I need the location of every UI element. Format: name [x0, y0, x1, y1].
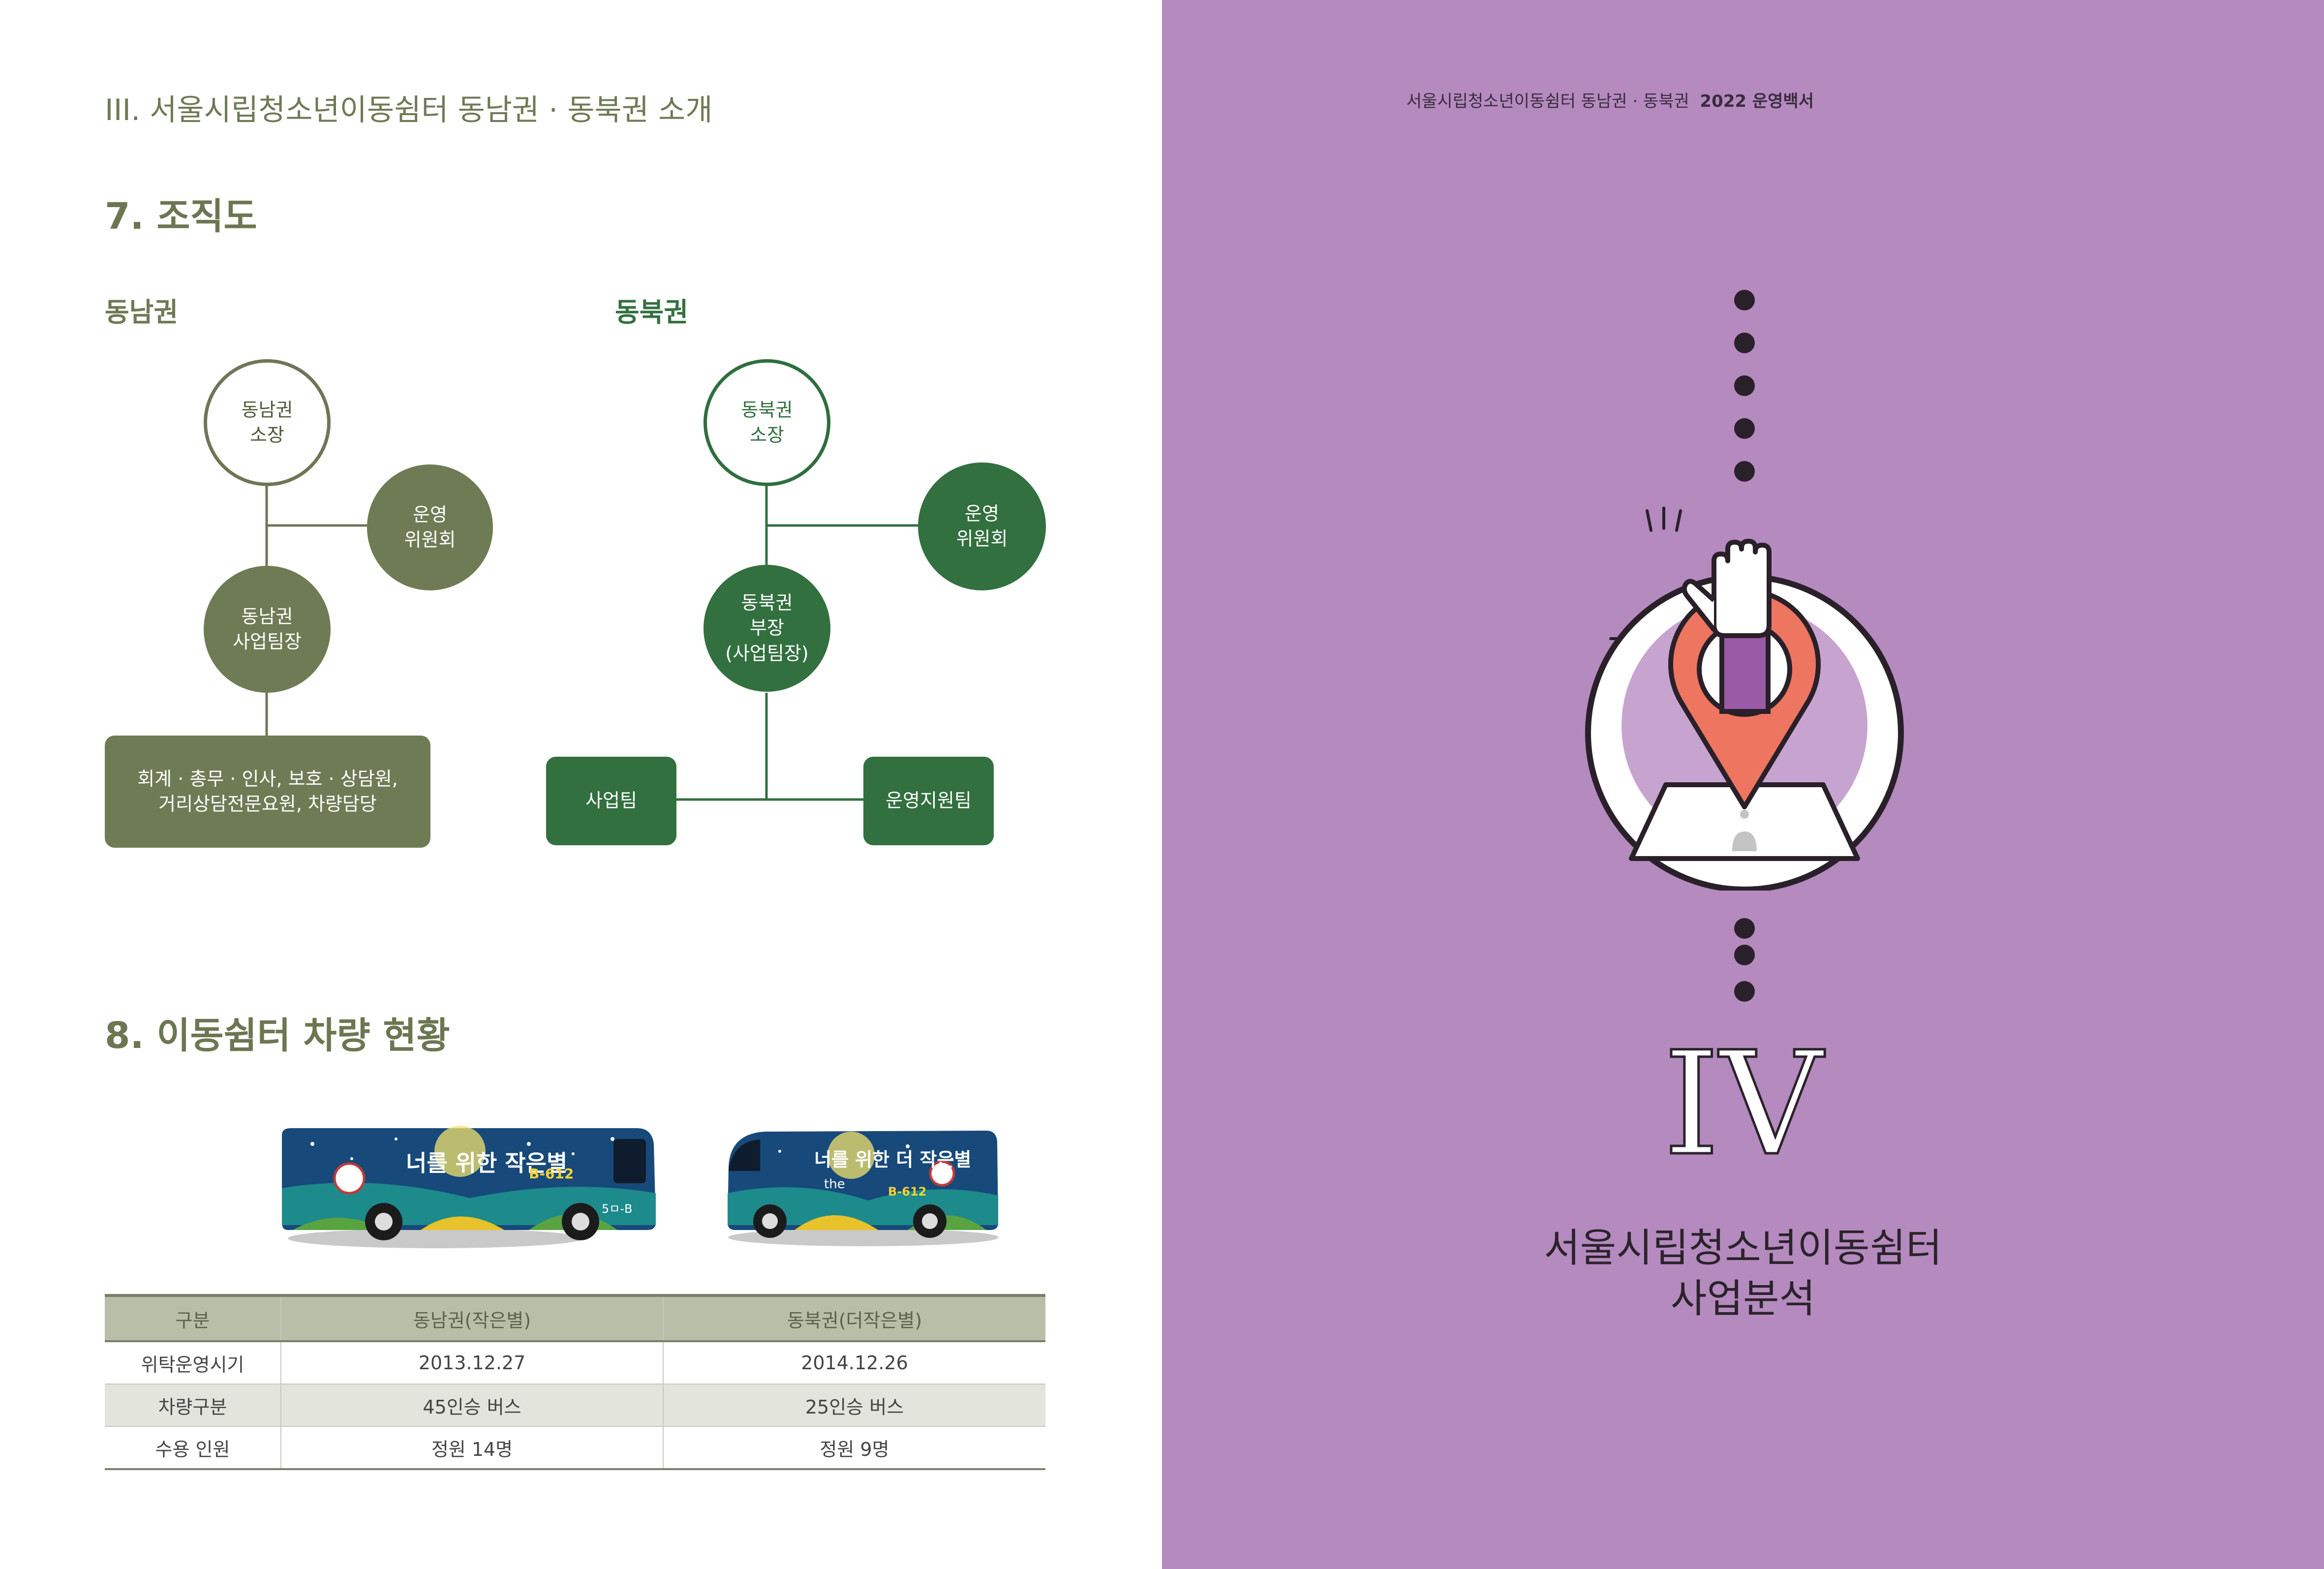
part-roman-numeral: IV — [1662, 1021, 1824, 1187]
table-header-cell: 구분 — [105, 1294, 281, 1342]
table-cell: 정원 14명 — [280, 1426, 663, 1470]
dot-decoration — [1734, 418, 1755, 439]
table-header-row: 구분 동남권(작은별) 동북권(더작은별) — [105, 1294, 1045, 1342]
northeast-business-team-node: 사업팀 — [546, 757, 676, 845]
dot-decoration — [1734, 375, 1755, 396]
org-chart-connectors — [265, 485, 919, 801]
dot-decoration — [1734, 333, 1755, 353]
chapter-heading: III. 서울시립청소년이동쉼터 동남권 · 동북권 소개 — [105, 93, 713, 127]
table-cell: 수용 인원 — [105, 1426, 281, 1470]
left-page: III. 서울시립청소년이동쉼터 동남권 · 동북권 소개 7. 조직도 동남권… — [105, 93, 1046, 1470]
part-title-line1: 서울시립청소년이동쉼터 — [1544, 1225, 1942, 1271]
table-cell: 2014.12.26 — [663, 1341, 1045, 1384]
part-title-line2: 사업분석 — [1670, 1276, 1816, 1322]
vehicle-section-title: 8. 이동쉼터 차량 현황 — [105, 1015, 450, 1057]
table-header-cell: 동북권(더작은별) — [663, 1294, 1045, 1342]
running-header-edition: 2022 운영백서 — [1700, 92, 1814, 111]
southeast-staff-node: 회계 · 총무 · 인사, 보호 · 상담원,거리상담전문요원, 차량담당 — [105, 736, 430, 848]
table-cell: 2013.12.27 — [280, 1341, 663, 1384]
northeast-label: 동북권 — [615, 297, 689, 328]
running-header-title: 서울시립청소년이동쉼터 동남권 · 동북권 — [1406, 92, 1689, 111]
table-row: 차량구분 45인승 버스 25인승 버스 — [105, 1384, 1045, 1427]
small-bus-tag: B-612 — [888, 1185, 926, 1199]
dot-decoration — [1734, 290, 1755, 310]
dot-decoration — [1734, 461, 1755, 482]
table-row: 위탁운영시기 2013.12.27 2014.12.26 — [105, 1341, 1045, 1384]
dot-decoration — [1734, 981, 1755, 1002]
dot-decoration — [1734, 945, 1755, 965]
hand-location-icon — [1585, 507, 1904, 891]
table-cell: 25인승 버스 — [663, 1384, 1045, 1427]
small-bus-the: the — [824, 1177, 845, 1192]
dot-decoration — [1734, 918, 1755, 939]
small-bus-title: 너를 위한 더 작은별 — [814, 1149, 971, 1170]
org-section-title: 7. 조직도 — [105, 195, 257, 238]
southeast-label: 동남권 — [105, 297, 179, 328]
northeast-bus-illustration: 너를 위한 더 작은별 the B-612 — [728, 1131, 999, 1246]
table-cell: 위탁운영시기 — [105, 1341, 281, 1384]
table-cell: 45인승 버스 — [280, 1384, 663, 1427]
running-header: 서울시립청소년이동쉼터 동남권 · 동북권 2022 운영백서 — [1162, 88, 1814, 112]
right-page: IV 서울시립청소년이동쉼터 사업분석 — [1162, 0, 2324, 1569]
northeast-ops-support-team-node: 운영지원팀 — [863, 757, 994, 845]
big-bus-tag: B-612 — [529, 1166, 574, 1182]
table-row: 수용 인원 정원 14명 정원 9명 — [105, 1426, 1045, 1470]
vehicle-table: 구분 동남권(작은별) 동북권(더작은별) 위탁운영시기 2013.12.27 … — [105, 1294, 1045, 1470]
southeast-bus-illustration: 너를 위한 작은별 B-612 5ㅁ-B — [282, 1126, 656, 1248]
big-bus-plate: 5ㅁ-B — [602, 1202, 632, 1216]
table-cell: 차량구분 — [105, 1384, 281, 1427]
table-cell: 정원 9명 — [663, 1426, 1045, 1470]
table-header-cell: 동남권(작은별) — [280, 1294, 663, 1342]
big-bus-title: 너를 위한 작은별 — [406, 1150, 567, 1176]
hand-icon — [1682, 539, 1772, 714]
